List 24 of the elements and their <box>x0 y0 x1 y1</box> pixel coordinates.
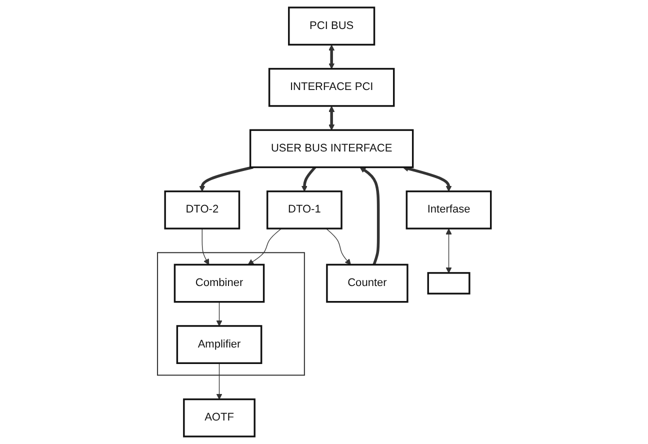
arrow <box>198 166 254 192</box>
arrow <box>328 44 334 70</box>
arrow <box>359 166 380 266</box>
arrow <box>248 228 282 265</box>
arrow <box>446 228 452 274</box>
cluster <box>156 252 305 376</box>
node-box: Interfase <box>406 190 492 230</box>
node-box <box>427 272 470 294</box>
node-box: INTERFACE PCI <box>268 68 395 107</box>
node-box: Counter <box>326 264 408 303</box>
node-box: AOTF <box>182 398 256 438</box>
node-box: Combiner <box>174 264 264 303</box>
arrow <box>202 228 209 265</box>
node-box: PCI BUS <box>288 6 375 46</box>
node-box: Amplifier <box>176 325 262 364</box>
arrow <box>328 106 334 130</box>
node-box: DTO-2 <box>164 190 240 230</box>
arrow <box>301 166 316 192</box>
arrow <box>402 166 452 192</box>
node-box: DTO-1 <box>266 190 342 230</box>
arrow <box>216 302 222 326</box>
arrow <box>216 362 222 400</box>
arrow <box>326 228 351 265</box>
node-box: USER BUS INTERFACE <box>249 129 414 168</box>
